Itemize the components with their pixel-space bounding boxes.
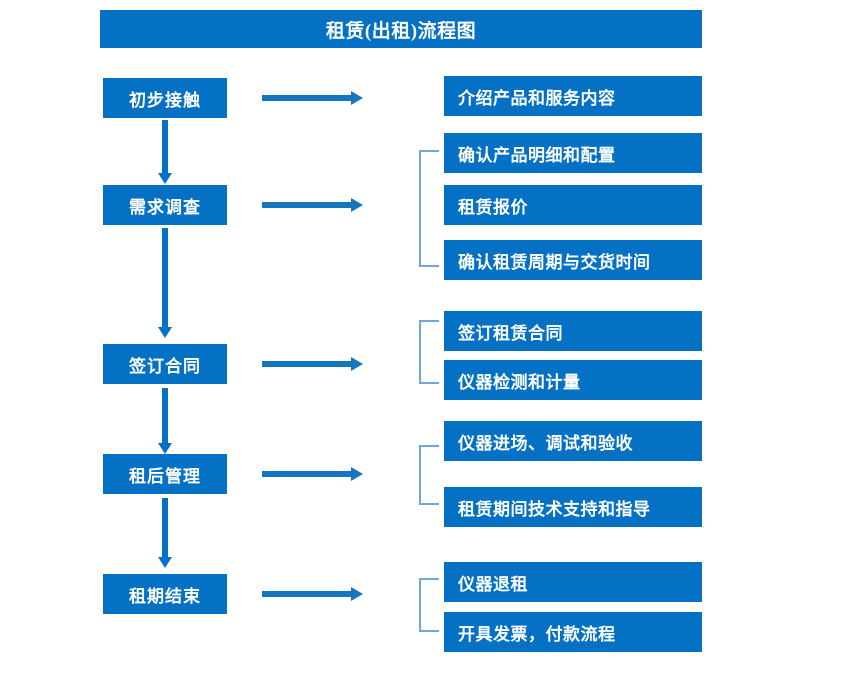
stage-label-4: 租后管理 (129, 466, 201, 486)
detail-box-8[interactable]: 租赁期间技术支持和指导 (444, 487, 702, 527)
stage-label-3: 签订合同 (129, 356, 201, 376)
connector-arrow-stage-1-to-details (262, 91, 363, 105)
connector-arrow-stage-4-to-stage-5 (158, 498, 172, 568)
arrow-shaft (162, 388, 168, 443)
arrow-head-icon (351, 357, 363, 371)
detail-box-9[interactable]: 仪器退租 (444, 562, 702, 602)
detail-label-5: 签订租赁合同 (458, 323, 563, 343)
arrow-shaft (262, 202, 352, 208)
arrow-shaft (262, 361, 352, 367)
connector-arrow-stage-2-to-stage-3 (158, 228, 172, 338)
detail-label-10: 开具发票，付款流程 (458, 624, 616, 644)
arrow-head-icon (158, 557, 172, 568)
detail-box-6[interactable]: 仪器检测和计量 (444, 360, 702, 400)
arrow-head-icon (158, 327, 172, 338)
detail-label-4: 确认租赁周期与交货时间 (458, 252, 651, 272)
arrow-shaft (162, 120, 168, 173)
detail-label-2: 确认产品明细和配置 (458, 145, 616, 165)
page-title: 租赁(出租)流程图 (325, 20, 477, 42)
arrow-shaft (162, 228, 168, 327)
connector-arrow-stage-5-to-details (262, 587, 363, 601)
detail-label-6: 仪器检测和计量 (458, 372, 581, 392)
stage-label-5: 租期结束 (129, 586, 201, 606)
detail-label-8: 租赁期间技术支持和指导 (458, 499, 651, 519)
detail-box-10[interactable]: 开具发票，付款流程 (444, 612, 702, 652)
connector-arrow-stage-3-to-details (262, 357, 363, 371)
detail-box-7[interactable]: 仪器进场、调试和验收 (444, 421, 702, 461)
arrow-head-icon (351, 198, 363, 212)
connector-arrow-stage-2-to-details (262, 198, 363, 212)
detail-box-3[interactable]: 租赁报价 (444, 185, 702, 225)
flowchart-title-bar: 租赁(出租)流程图 (100, 10, 702, 48)
detail-box-4[interactable]: 确认租赁周期与交货时间 (444, 240, 702, 280)
arrow-head-icon (158, 443, 172, 454)
group-bracket-2 (419, 150, 439, 267)
arrow-shaft (262, 95, 352, 101)
detail-box-5[interactable]: 签订租赁合同 (444, 311, 702, 351)
group-bracket-4 (419, 445, 439, 505)
detail-box-1[interactable]: 介绍产品和服务内容 (444, 76, 702, 116)
detail-label-1: 介绍产品和服务内容 (458, 88, 616, 108)
arrow-head-icon (351, 91, 363, 105)
detail-label-9: 仪器退租 (458, 574, 528, 594)
arrow-shaft (262, 471, 352, 477)
detail-label-3: 租赁报价 (458, 197, 528, 217)
group-bracket-5 (419, 578, 439, 632)
arrow-head-icon (158, 173, 172, 184)
stage-box-1[interactable]: 初步接触 (103, 78, 227, 118)
stage-label-1: 初步接触 (129, 90, 201, 110)
arrow-head-icon (351, 587, 363, 601)
stage-box-2[interactable]: 需求调查 (103, 185, 227, 225)
stage-box-4[interactable]: 租后管理 (103, 454, 227, 494)
detail-label-7: 仪器进场、调试和验收 (458, 433, 633, 453)
connector-arrow-stage-1-to-stage-2 (158, 120, 172, 184)
stage-label-2: 需求调查 (129, 197, 201, 217)
arrow-shaft (262, 591, 352, 597)
group-bracket-3 (419, 320, 439, 384)
stage-box-3[interactable]: 签订合同 (103, 344, 227, 384)
stage-box-5[interactable]: 租期结束 (103, 574, 227, 614)
connector-arrow-stage-4-to-details (262, 467, 363, 481)
connector-arrow-stage-3-to-stage-4 (158, 388, 172, 454)
detail-box-2[interactable]: 确认产品明细和配置 (444, 133, 702, 173)
arrow-head-icon (351, 467, 363, 481)
arrow-shaft (162, 498, 168, 557)
